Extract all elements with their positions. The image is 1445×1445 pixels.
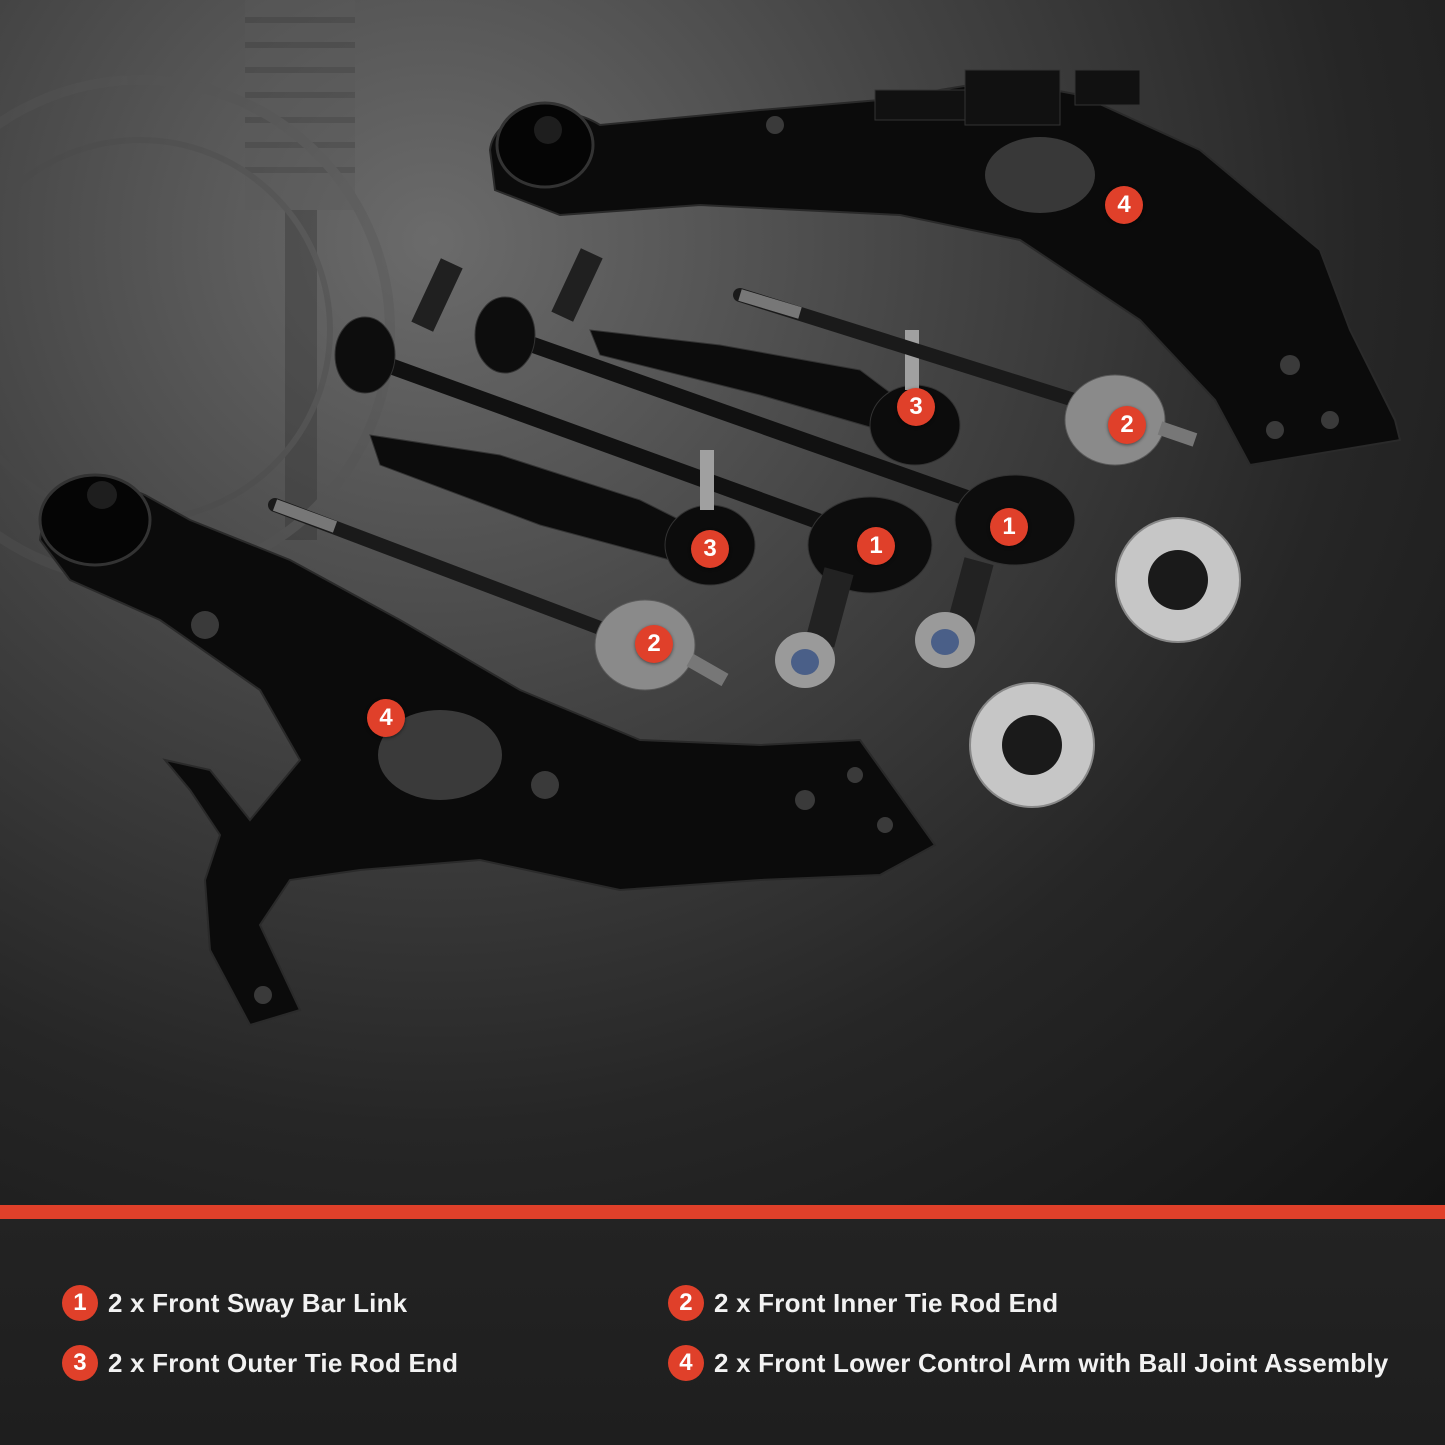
parts-legend: 1 2 x Front Sway Bar Link 2 2 x Front In… bbox=[0, 1219, 1445, 1445]
accent-divider bbox=[0, 1205, 1445, 1219]
callout-4-upper-arm: 4 bbox=[1105, 186, 1143, 224]
control-arm-upper bbox=[488, 69, 1402, 467]
legend-badge-1: 1 bbox=[62, 1285, 98, 1321]
callout-1-right-link: 1 bbox=[990, 508, 1028, 546]
legend-text-4: 2 x Front Lower Control Arm with Ball Jo… bbox=[714, 1347, 1389, 1378]
callout-2-upper-inner: 2 bbox=[1108, 406, 1146, 444]
legend-item-outer-tie-rod: 3 2 x Front Outer Tie Rod End bbox=[62, 1345, 458, 1381]
legend-item-sway-bar-link: 1 2 x Front Sway Bar Link bbox=[62, 1285, 407, 1321]
callout-2-lower-inner: 2 bbox=[635, 625, 673, 663]
callout-1-left-link: 1 bbox=[857, 527, 895, 565]
callout-3-upper-outer: 3 bbox=[897, 388, 935, 426]
callout-4-lower-arm: 4 bbox=[367, 699, 405, 737]
legend-badge-2: 2 bbox=[668, 1285, 704, 1321]
callout-3-lower-outer: 3 bbox=[691, 530, 729, 568]
legend-item-inner-tie-rod: 2 2 x Front Inner Tie Rod End bbox=[668, 1285, 1058, 1321]
control-arm-lower bbox=[38, 473, 937, 1027]
legend-item-control-arm: 4 2 x Front Lower Control Arm with Ball … bbox=[668, 1345, 1388, 1381]
legend-badge-3: 3 bbox=[62, 1345, 98, 1381]
legend-text-3: 2 x Front Outer Tie Rod End bbox=[108, 1347, 459, 1378]
sway-bar-link-left bbox=[334, 258, 933, 688]
legend-text-1: 2 x Front Sway Bar Link bbox=[108, 1287, 408, 1318]
legend-text-2: 2 x Front Inner Tie Rod End bbox=[714, 1287, 1059, 1318]
product-photo: 4 4 1 1 2 2 3 3 bbox=[0, 0, 1445, 1205]
lock-washer-lower bbox=[969, 682, 1095, 808]
legend-badge-4: 4 bbox=[668, 1345, 704, 1381]
parts-illustration bbox=[0, 0, 1402, 1027]
lock-washer-upper bbox=[1115, 517, 1241, 643]
